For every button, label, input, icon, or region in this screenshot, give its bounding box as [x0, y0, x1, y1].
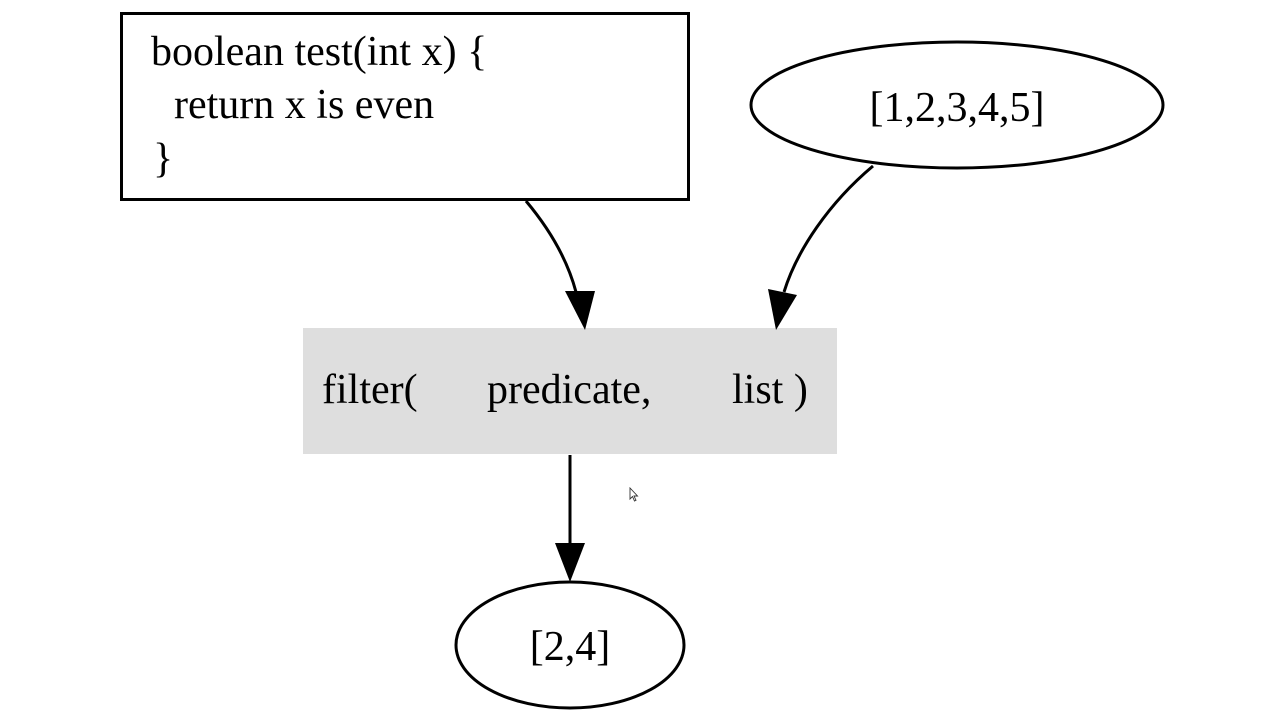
edge-line [782, 164, 874, 293]
arrowhead [565, 291, 595, 330]
output-list-label: [2,4] [530, 624, 610, 670]
output-list-node: [2,4] [454, 580, 686, 710]
filter-arg-list: list ) [732, 367, 808, 413]
filter-arg-predicate: predicate, [487, 367, 651, 413]
filter-func-label: filter( [322, 367, 418, 413]
edge-code-to-predicate [524, 200, 595, 330]
code-line-2: return x is even [174, 82, 434, 128]
edge-filter-to-output [555, 455, 585, 582]
code-line-1: boolean test(int x) { [151, 29, 487, 75]
code-box-node: boolean test(int x) { return x is even } [120, 12, 690, 201]
code-line-3: } [153, 136, 173, 182]
filter-call-node: filter( predicate, list ) [303, 328, 837, 454]
arrowhead [768, 289, 797, 330]
edge-list-to-list-arg [768, 164, 874, 330]
mouse-cursor-icon [629, 487, 639, 502]
input-list-ellipse [749, 40, 1165, 170]
input-list-label: [1,2,3,4,5] [870, 85, 1045, 131]
code-box [120, 12, 690, 201]
arrowhead [555, 543, 585, 582]
input-list-node: [1,2,3,4,5] [749, 40, 1165, 170]
filter-call-box [303, 328, 837, 454]
edge-line [524, 200, 578, 293]
